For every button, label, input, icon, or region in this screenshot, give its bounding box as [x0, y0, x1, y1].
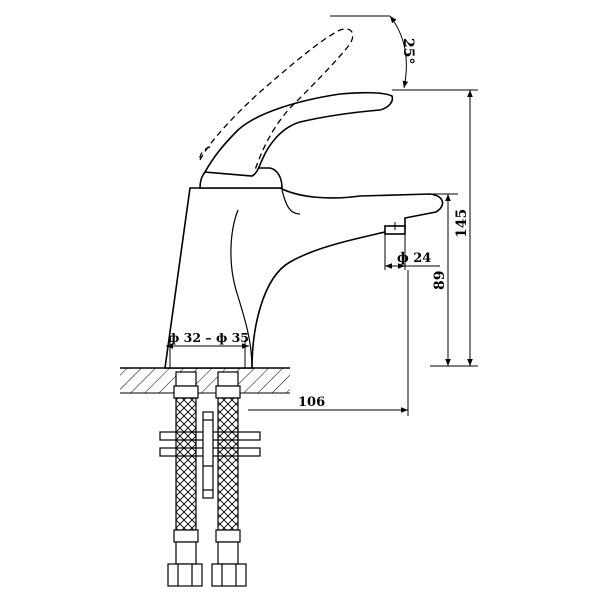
- hole-diameter-dimension: ф 32 – ф 35: [166, 330, 249, 368]
- height-145-dimension: 145: [392, 89, 478, 367]
- lever-handle: [203, 91, 394, 177]
- threaded-stud: [202, 411, 214, 499]
- spout-height-label: 89: [432, 271, 448, 290]
- outlet-diameter-label: ф 24: [397, 251, 431, 266]
- counter-surface: [120, 367, 290, 394]
- hose-right: [211, 371, 247, 587]
- reach-label: 106: [298, 395, 325, 410]
- lever-handle-raised: [199, 28, 354, 171]
- angle-label: 25°: [400, 38, 416, 64]
- faucet-body: [164, 187, 444, 369]
- outlet-diameter-dimension: ф 24: [384, 234, 440, 270]
- hose-left: [167, 371, 203, 587]
- height-89-dimension: 89: [432, 193, 458, 366]
- hole-diameter-label: ф 32 – ф 35: [168, 330, 249, 345]
- angle-dimension: 25°: [330, 15, 416, 89]
- total-height-label: 145: [454, 209, 470, 238]
- reach-dimension: 106: [248, 270, 409, 416]
